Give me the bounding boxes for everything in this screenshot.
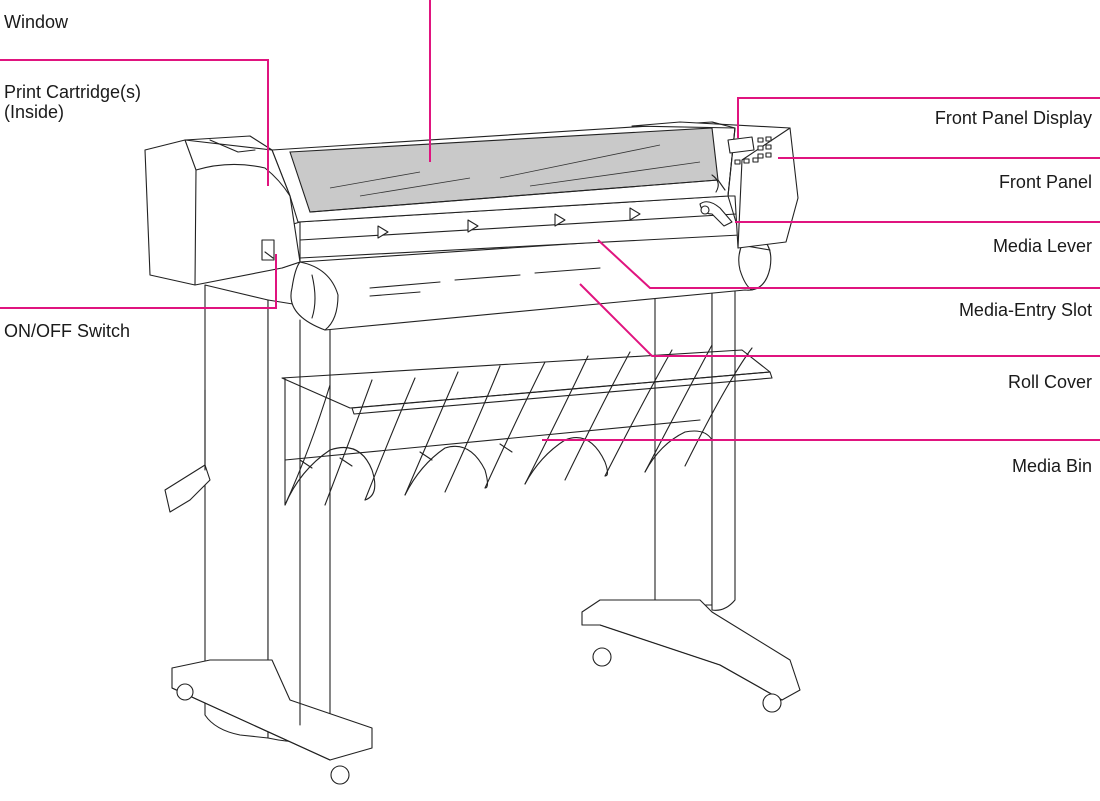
top-beam [271,121,736,223]
front-panel-label: Front Panel [998,172,1092,192]
print-cartridge-label: Print Cartridge(s) (Inside) [4,82,142,122]
front-panel-display-label: Front Panel Display [934,108,1092,128]
window-label: Window [4,12,69,32]
media-bin-label: Media Bin [1011,456,1092,476]
media-lever [699,201,733,227]
media-bin [164,344,773,513]
on-off-switch-label: ON/OFF Switch [4,321,131,341]
print-cartridge-leader [0,59,269,186]
media-lever-label: Media Lever [992,236,1092,256]
roll-cover-label: Roll Cover [1007,372,1092,392]
media-arrows [377,207,641,239]
media-entry-slot-label: Media-Entry Slot [958,300,1092,320]
left-leg [171,284,373,785]
on-off-switch [261,239,275,261]
left-housing [144,135,301,286]
front-panel-display-leader [737,97,1100,138]
printer-illustration [144,121,801,785]
roll-cover-leader [579,283,1100,357]
right-housing [631,121,799,249]
roll-cover [290,231,772,331]
leader-lines [0,0,1100,441]
media-entry-slot-leader [597,239,1100,289]
on-off-switch-leader [0,254,277,309]
front-panel-display [727,136,755,154]
right-leg [581,284,801,713]
front-panel-buttons [734,136,772,165]
